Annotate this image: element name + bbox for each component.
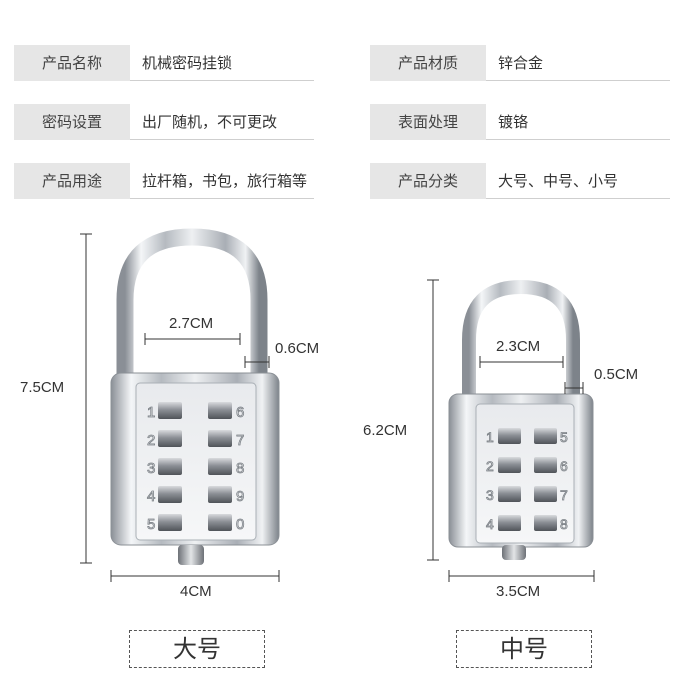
medium-buttons [498, 428, 557, 531]
large-digit-label: 9 [236, 488, 244, 505]
spec-row-category: 产品分类 大号、中号、小号 [370, 163, 670, 199]
large-shackle-dia-label: 0.6CM [275, 340, 320, 357]
spec-value: 大号、中号、小号 [498, 172, 619, 190]
spec-row-name: 产品名称 机械密码挂锁 [14, 45, 314, 81]
spec-label: 产品材质 [370, 45, 486, 81]
medium-lock: 1 2 3 4 5 6 7 8 [448, 279, 594, 560]
digit-button [208, 486, 232, 503]
medium-dimension-lines [427, 279, 595, 582]
digit-button [498, 428, 521, 444]
spec-divider [486, 80, 670, 81]
large-digit-label: 7 [236, 432, 244, 449]
digit-button [534, 457, 557, 473]
medium-shackle-width-label: 2.3CM [496, 338, 541, 355]
digit-button [208, 402, 232, 419]
spec-divider [486, 198, 670, 199]
spec-value: 拉杆箱，书包，旅行箱等 [142, 172, 308, 190]
large-digit-label: 0 [236, 516, 244, 533]
medium-digit-label: 6 [560, 458, 568, 474]
large-height-label: 7.5CM [20, 379, 65, 396]
digit-button [158, 402, 182, 419]
spec-label: 产品分类 [370, 163, 486, 199]
medium-digit-label: 7 [560, 487, 568, 503]
digit-button [158, 514, 182, 531]
digit-button [158, 486, 182, 503]
medium-digit-label: 8 [560, 516, 568, 532]
medium-digit-label: 1 [486, 429, 494, 445]
spec-value: 镀铬 [498, 113, 529, 131]
digit-button [498, 515, 521, 531]
digit-button [158, 458, 182, 475]
spec-label: 密码设置 [14, 104, 130, 140]
spec-divider [486, 139, 670, 140]
large-digit-label: 6 [236, 404, 244, 421]
large-size-caption: 大号 [129, 630, 265, 668]
medium-shackle-dia-label: 0.5CM [594, 366, 639, 383]
digit-button [534, 428, 557, 444]
spec-row-usage: 产品用途 拉杆箱，书包，旅行箱等 [14, 163, 314, 199]
digit-button [498, 486, 521, 502]
large-digit-label: 3 [147, 460, 155, 477]
spec-row-finish: 表面处理 镀铬 [370, 104, 670, 140]
medium-digit-label: 4 [486, 516, 494, 532]
digit-button [208, 430, 232, 447]
medium-width-label: 3.5CM [496, 583, 541, 600]
spec-value: 机械密码挂锁 [142, 54, 233, 72]
spec-row-password: 密码设置 出厂随机，不可更改 [14, 104, 314, 140]
spec-value: 出厂随机，不可更改 [142, 113, 278, 131]
digit-button [534, 515, 557, 531]
spec-label: 产品名称 [14, 45, 130, 81]
medium-shackle [462, 279, 580, 402]
medium-digit-label: 2 [486, 458, 494, 474]
large-digit-label: 4 [147, 488, 155, 505]
spec-row-material: 产品材质 锌合金 [370, 45, 670, 81]
large-dimension-lines [80, 233, 280, 582]
digit-button [534, 486, 557, 502]
large-digit-label: 8 [236, 460, 244, 477]
medium-height-label: 6.2CM [363, 422, 408, 439]
large-shackle [116, 228, 268, 380]
large-buttons [158, 402, 232, 531]
large-width-label: 4CM [180, 583, 212, 600]
large-lock: 1 2 3 4 5 6 7 8 9 0 [110, 228, 280, 565]
spec-divider [130, 80, 314, 81]
large-bottom-pin [178, 545, 204, 565]
medium-bottom-pin [502, 545, 526, 560]
spec-label: 产品用途 [14, 163, 130, 199]
spec-divider [130, 198, 314, 199]
large-digit-label: 2 [147, 432, 155, 449]
medium-digit-label: 3 [486, 487, 494, 503]
spec-divider [130, 139, 314, 140]
large-shackle-width-label: 2.7CM [169, 315, 214, 332]
medium-size-caption: 中号 [456, 630, 592, 668]
digit-button [498, 457, 521, 473]
spec-value: 锌合金 [498, 54, 544, 72]
large-digit-label: 1 [147, 404, 155, 421]
spec-label: 表面处理 [370, 104, 486, 140]
digit-button [158, 430, 182, 447]
medium-digit-label: 5 [560, 429, 568, 445]
digit-button [208, 514, 232, 531]
digit-button [208, 458, 232, 475]
large-digit-label: 5 [147, 516, 155, 533]
